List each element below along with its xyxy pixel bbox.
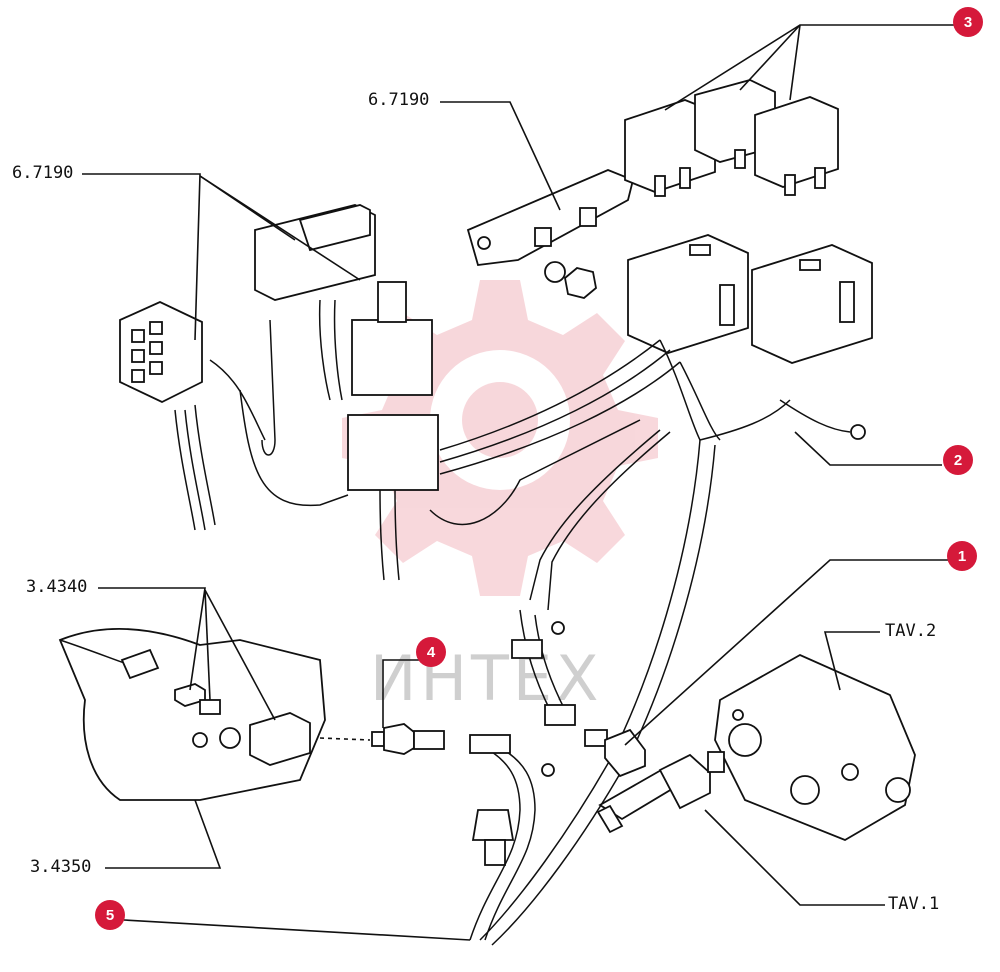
valve-body bbox=[714, 653, 916, 841]
callout-5-circle bbox=[95, 900, 125, 930]
callout-1-circle bbox=[947, 541, 977, 571]
engine-block bbox=[58, 627, 326, 801]
callout-2: 2 bbox=[943, 445, 973, 475]
relay-bracket bbox=[466, 169, 635, 299]
relay-socket-left bbox=[347, 281, 439, 491]
label-6-7190-left: 6.7190 bbox=[12, 163, 73, 183]
leader-lines bbox=[82, 24, 955, 941]
watermark-text: ИНТЕХ bbox=[370, 642, 603, 715]
callout-5-number: 5 bbox=[106, 907, 114, 924]
callout-4-circle bbox=[416, 637, 446, 667]
callout-3-circle bbox=[953, 7, 983, 37]
label-tav-1: TAV.1 bbox=[888, 894, 939, 914]
relay-group bbox=[624, 79, 839, 197]
callout-1: 1 bbox=[947, 541, 977, 571]
callout-4-number: 4 bbox=[427, 644, 436, 661]
pressure-sensor bbox=[319, 723, 445, 755]
callout-2-circle bbox=[943, 445, 973, 475]
callout-3-number: 3 bbox=[964, 14, 972, 31]
harness-left bbox=[174, 299, 400, 581]
label-6-7190-mid: 6.7190 bbox=[368, 90, 429, 110]
callout-1-number: 1 bbox=[958, 548, 966, 565]
harness-main bbox=[429, 339, 866, 766]
callout-3: 3 bbox=[953, 7, 983, 37]
connector-block-upper bbox=[254, 204, 376, 301]
label-3-4350: 3.4350 bbox=[30, 857, 91, 877]
connector-6pin bbox=[119, 301, 203, 404]
valve-switch bbox=[596, 751, 725, 834]
callout-2-number: 2 bbox=[954, 452, 962, 469]
callout-5: 5 bbox=[95, 900, 125, 930]
label-tav-2: TAV.2 bbox=[885, 621, 936, 641]
label-3-4340: 3.4340 bbox=[26, 577, 87, 597]
harness-lower bbox=[469, 734, 626, 946]
relay-socket-block bbox=[627, 234, 873, 364]
callout-4: 4 bbox=[416, 637, 446, 667]
sensor-connector-1 bbox=[604, 728, 646, 778]
